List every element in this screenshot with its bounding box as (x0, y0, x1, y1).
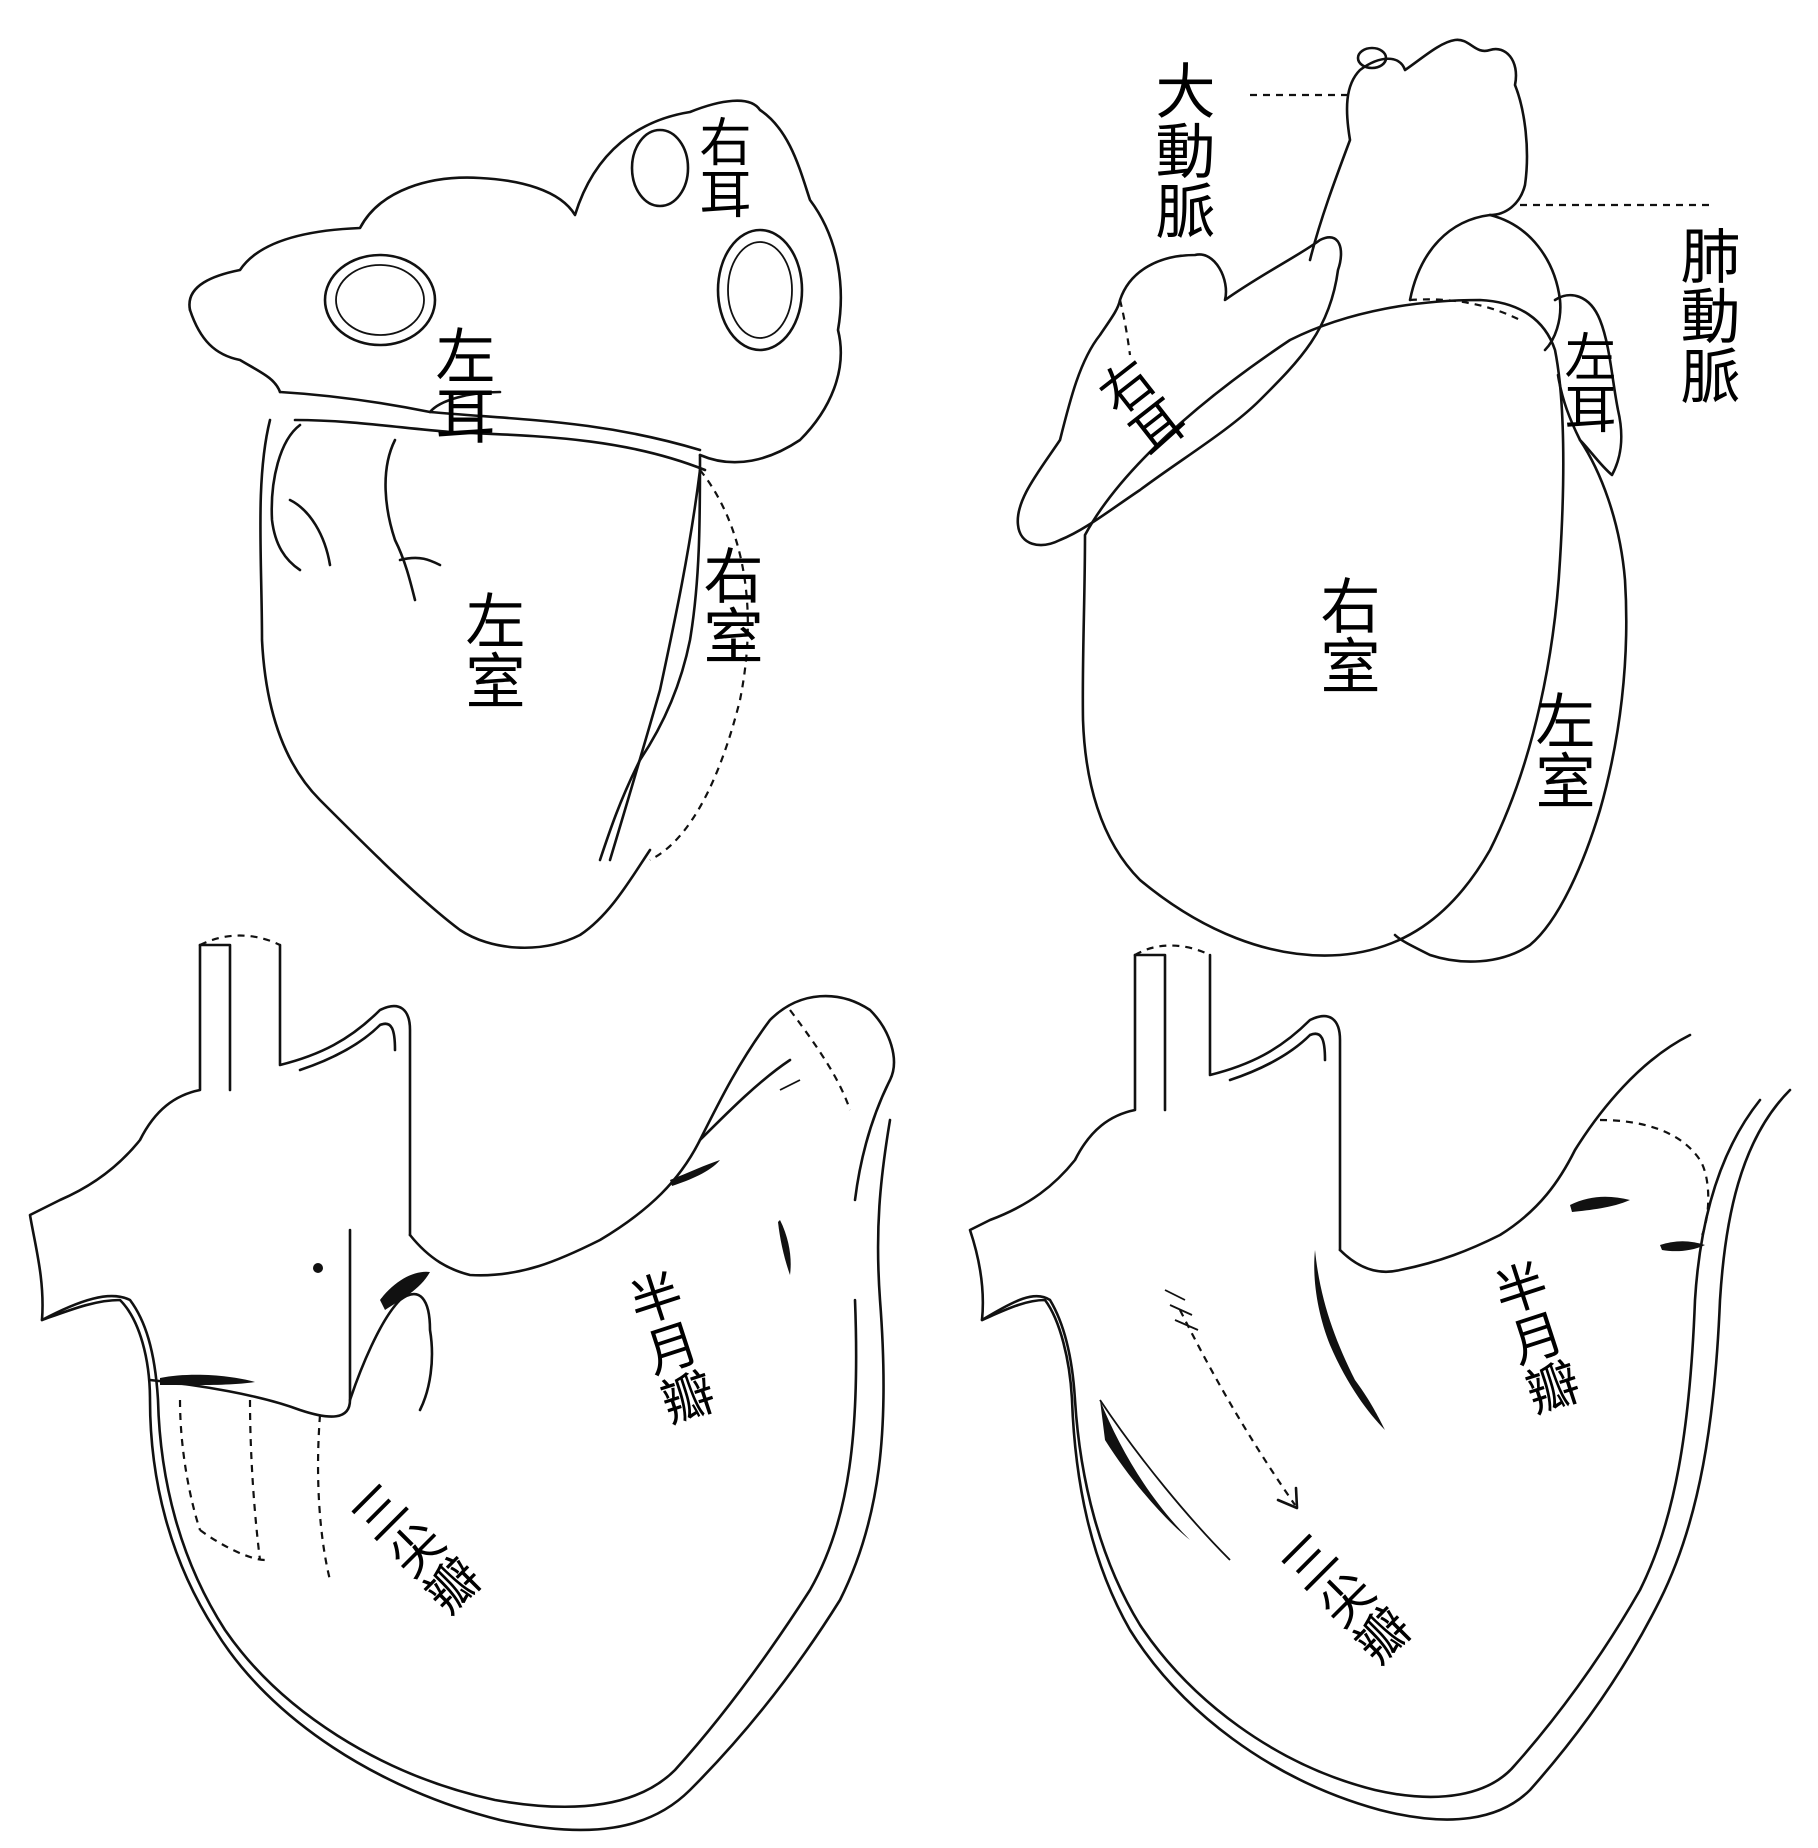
label-right-ventricle: 右室 (693, 545, 763, 665)
heart-posterior-view: 左耳 右耳 左室 右室 (189, 101, 840, 948)
heart-section-valves-open: 半月瓣 三尖瓣 (970, 946, 1790, 1820)
label-pulmonary-artery: 肺動脈 (1670, 225, 1740, 405)
label-left-atrium: 左耳 (425, 325, 495, 445)
label-tricuspid-valve-right: 三尖瓣 (1265, 1525, 1418, 1678)
label-semilunar-valve: 半月瓣 (614, 1265, 719, 1432)
tricuspid-valve-cusp (380, 1272, 430, 1310)
right-atrium-appendage (1018, 237, 1341, 545)
section-inner-wall-right (982, 1100, 1760, 1797)
label-left-atrium-anterior: 左耳 (1555, 330, 1615, 434)
semilunar-valve-cusp (670, 1160, 720, 1186)
pulmonary-vein-opening (325, 255, 435, 345)
heart-anterior-view: 大動脈 肺動脈 右耳 左耳 右室 左室 (1018, 40, 1740, 962)
aorta-vessel (1310, 40, 1527, 260)
coronary-artery-branch (272, 425, 440, 600)
label-right-atrium-posterior: 右耳 (690, 115, 750, 219)
label-aorta: 大動脈 (1145, 60, 1215, 240)
label-left-ventricle-anterior: 左室 (1525, 690, 1595, 810)
label-right-atrium-anterior: 右耳 (1082, 350, 1193, 469)
semilunar-valve-cusp-open (1570, 1197, 1630, 1212)
chordae-tendineae (180, 1400, 330, 1580)
label-semilunar-valve-right: 半月瓣 (1479, 1255, 1584, 1422)
pulmonary-artery-vessel (1410, 215, 1560, 350)
blood-flow-arrow (1180, 1310, 1295, 1505)
label-left-ventricle: 左室 (455, 590, 525, 710)
section-outer-wall (30, 945, 890, 1830)
tricuspid-valve-leaflet (350, 1294, 432, 1410)
label-right-ventricle-anterior: 右室 (1310, 575, 1380, 695)
section-outer-wall-right (970, 955, 1790, 1820)
interventricular-groove (610, 470, 700, 860)
tricuspid-valve-cusp-open (1314, 1250, 1385, 1430)
label-tricuspid-valve: 三尖瓣 (335, 1475, 488, 1628)
heart-section-valves-closed: 半月瓣 三尖瓣 (30, 936, 894, 1830)
vena-cava-opening (718, 230, 802, 350)
